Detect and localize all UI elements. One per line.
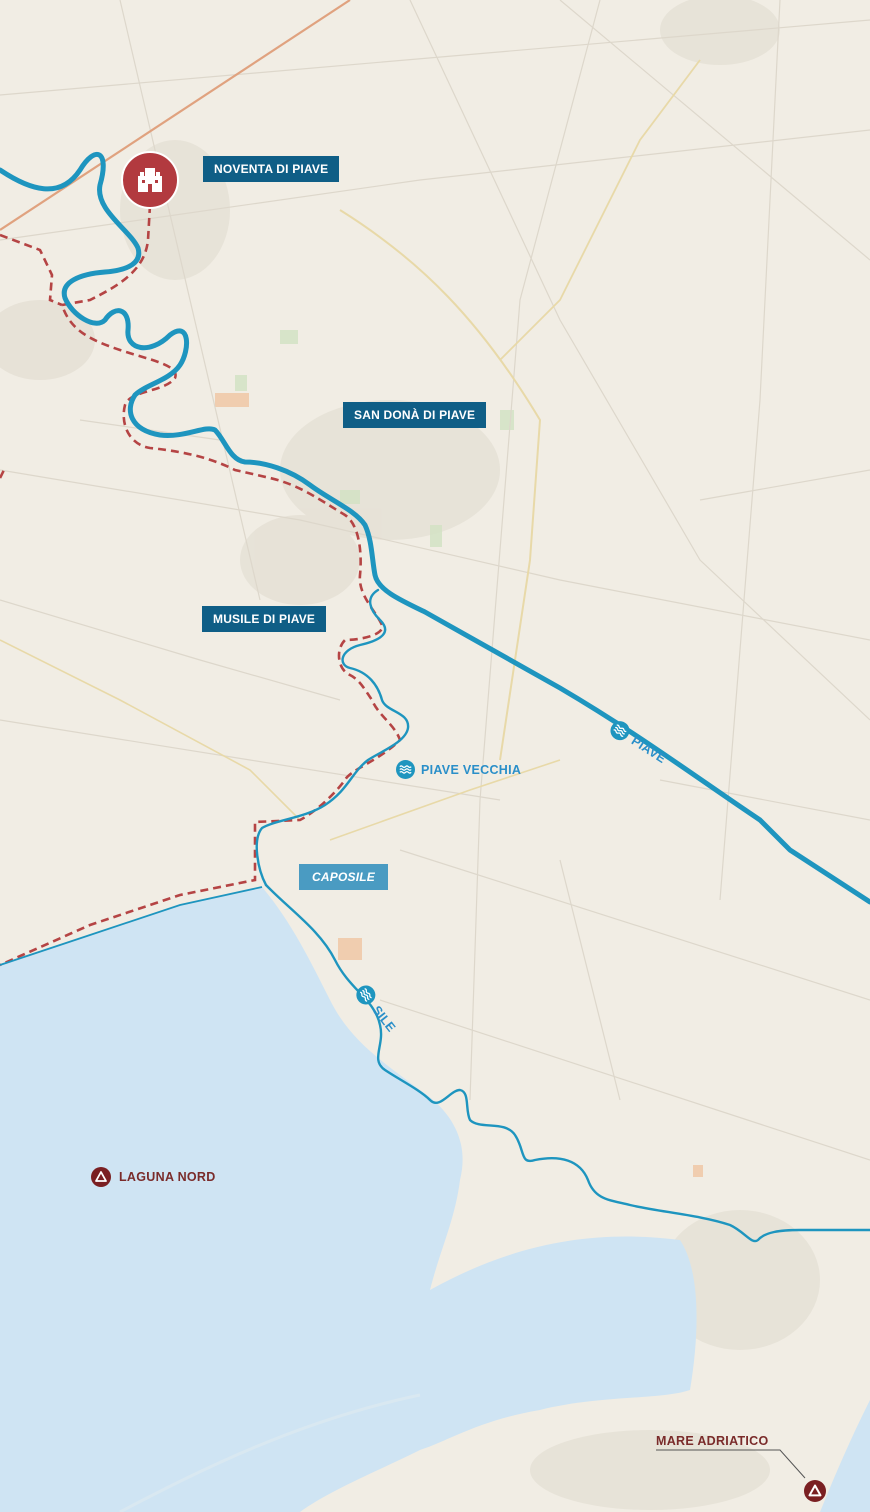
river-piave-vecchia [255,588,410,887]
town-label-musile-di-piave[interactable]: MUSILE DI PIAVE [202,606,327,632]
orange-parcels [215,393,703,1177]
river-piave [0,151,870,905]
waves-icon [396,760,415,779]
coastline [0,886,263,966]
minor-roads [0,0,870,1161]
border-west-stub-1 [0,233,63,307]
town-label-caposile[interactable]: CAPOSILE [299,864,388,890]
river-label-piave-vecchia: PIAVE VECCHIA [396,760,521,779]
river-label-piave: PIAVE [607,718,670,768]
sea-water [820,1400,870,1512]
place-label-laguna-nord: LAGUNA NORD [91,1167,216,1187]
town-label-san-dona-di-piave[interactable]: SAN DONÀ DI PIAVE [343,402,487,428]
place-label-laguna-nord-text: LAGUNA NORD [119,1170,216,1184]
mare-adriatico-leader [656,1449,806,1479]
waves-icon [610,721,630,741]
jetty [119,1393,421,1512]
river-sile [264,883,870,1243]
triangle-icon [804,1480,826,1502]
river-label-piave-vecchia-text: PIAVE VECCHIA [421,762,522,777]
place-label-mare-adriatico: MARE ADRIATICO [656,1434,769,1448]
main-roads [0,0,701,841]
border-west-stub-2 [0,469,6,479]
noventa-marker[interactable] [121,151,179,209]
laguna-water [0,887,697,1512]
municipal-border [0,204,402,967]
waves-icon [356,985,376,1005]
green-parcels [235,330,514,547]
town-label-noventa-di-piave[interactable]: NOVENTA DI PIAVE [203,156,340,182]
triangle-icon [91,1167,111,1187]
building-pin-icon [138,168,162,192]
river-label-sile: SILE [353,982,401,1036]
